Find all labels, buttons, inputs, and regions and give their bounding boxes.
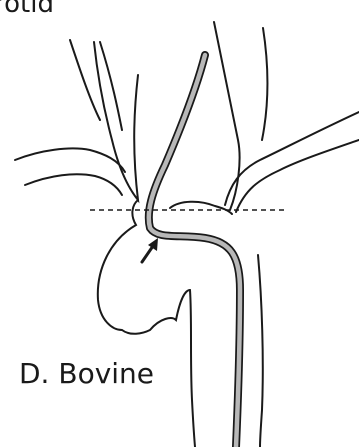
figure-caption: D. Bovine [19, 360, 154, 388]
arch-top-contour [170, 202, 232, 214]
left-vessel-outline [94, 42, 190, 334]
left-lateral-branch-outline [15, 148, 125, 195]
arrow-icon [142, 238, 158, 262]
right-subclavian-outline [225, 112, 359, 212]
descending-aorta-right-wall [258, 255, 263, 447]
catheter-outline [149, 55, 240, 447]
descending-aorta-left-wall [190, 290, 195, 447]
